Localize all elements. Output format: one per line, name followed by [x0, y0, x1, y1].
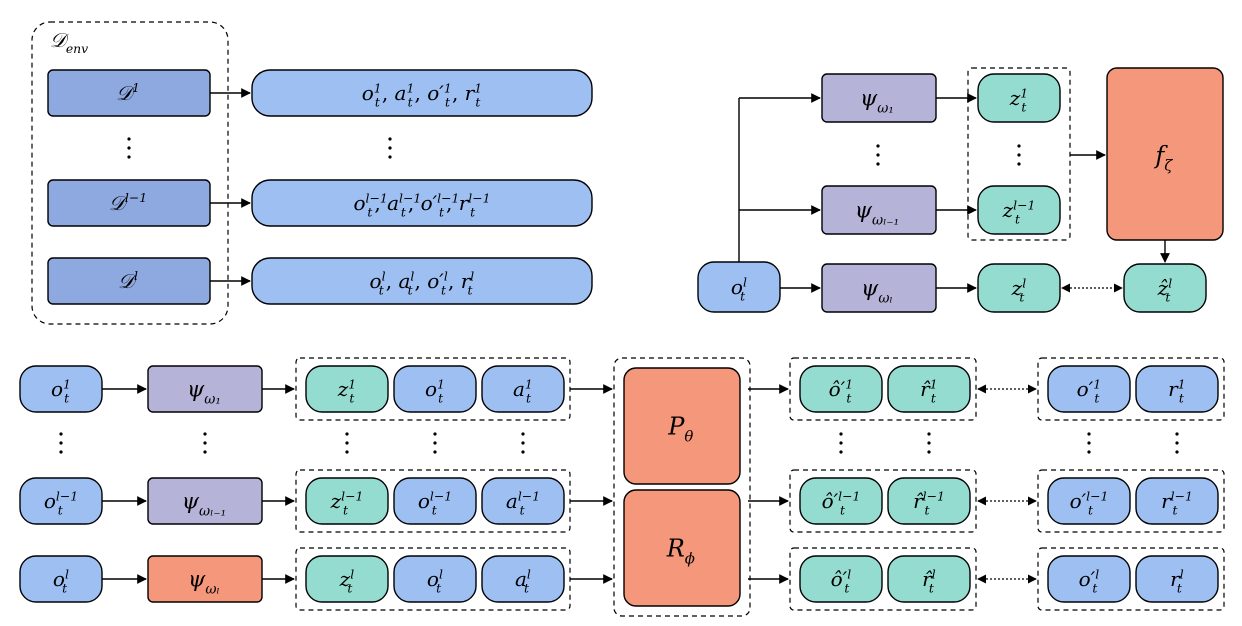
model-group [613, 357, 751, 617]
bottom-ellipsis-6 [839, 432, 843, 454]
encoder-label-top-1: ψω₁ [860, 87, 896, 117]
env-dataset-group [31, 21, 229, 325]
encoder-label-top-3: ψωₗ [861, 277, 895, 307]
transition-tuple-1 [251, 69, 593, 117]
predicted-reward-box-2 [887, 477, 971, 525]
bottom-ellipsis-3 [345, 432, 349, 454]
env-dataset-label: 𝒟env [50, 28, 90, 56]
encoder-label-bottom-2: ψωₗ₋₁ [182, 490, 229, 520]
target-group-3 [1037, 547, 1225, 611]
target-group-2 [1037, 469, 1225, 533]
input-latent-box-3 [305, 555, 389, 603]
input-latent-box-1 [305, 365, 389, 413]
bottom-ellipsis-5 [521, 432, 525, 454]
input-action-box-2 [481, 477, 565, 525]
predicted-reward-box-3 [887, 555, 971, 603]
predicted-next-obs-box-3 [799, 555, 883, 603]
dataset-ellipsis [127, 137, 131, 159]
prediction-group-3 [789, 547, 977, 611]
input-action-box-3 [481, 555, 565, 603]
predicted-latent-box [1123, 263, 1207, 313]
input-obs-box-1 [393, 365, 477, 413]
target-reward-box-1 [1135, 365, 1219, 413]
input-latent-box-2 [305, 477, 389, 525]
prediction-group-2 [789, 469, 977, 533]
bottom-ellipsis-7 [927, 432, 931, 454]
dataset-label-1: 𝒟1 [116, 80, 142, 105]
encoder-label-bottom-1: ψω₁ [187, 378, 223, 408]
bottom-ellipsis-2 [203, 432, 207, 454]
target-next-obs-box-2 [1047, 477, 1131, 525]
bottom-ellipsis-1 [59, 432, 63, 454]
latent-box-top-2 [977, 185, 1061, 235]
predicted-reward-box-1 [887, 365, 971, 413]
reward-model-box [623, 489, 741, 607]
target-reward-box-2 [1135, 477, 1219, 525]
bottom-ellipsis-9 [1175, 432, 1179, 454]
transition-model-label: Pθ [667, 412, 696, 445]
target-next-obs-box-3 [1047, 555, 1131, 603]
tuple-ellipsis [388, 137, 392, 159]
transition-tuple-3 [251, 257, 593, 305]
reward-model-label: Rϕ [666, 534, 698, 567]
predicted-next-obs-box-1 [799, 365, 883, 413]
input-obs-box-3 [393, 555, 477, 603]
encoder-label-bottom-3: ψωₗ [188, 568, 222, 598]
latent-group-top [967, 67, 1071, 241]
latent-box-top-1 [977, 73, 1061, 123]
input-obs-box-2 [393, 477, 477, 525]
latent-box-top-3 [977, 263, 1061, 313]
predicted-next-obs-box-2 [799, 477, 883, 525]
target-group-1 [1037, 357, 1225, 421]
target-reward-box-3 [1135, 555, 1219, 603]
input-action-box-1 [481, 365, 565, 413]
transition-tuple-2 [251, 179, 593, 227]
bottom-ellipsis-4 [433, 432, 437, 454]
fzeta-box [1106, 67, 1224, 241]
bottom-ellipsis-8 [1087, 432, 1091, 454]
dataset-label-2: 𝒟l−1 [109, 190, 149, 215]
latent-ellipsis-top [1017, 144, 1021, 166]
prediction-group-1 [789, 357, 977, 421]
target-next-obs-box-1 [1047, 365, 1131, 413]
transition-model-box [623, 367, 741, 485]
encoder-ellipsis-top [876, 144, 880, 166]
encoder-label-top-2: ψωₗ₋₁ [855, 199, 902, 229]
dataset-label-3: 𝒟l [118, 268, 140, 293]
